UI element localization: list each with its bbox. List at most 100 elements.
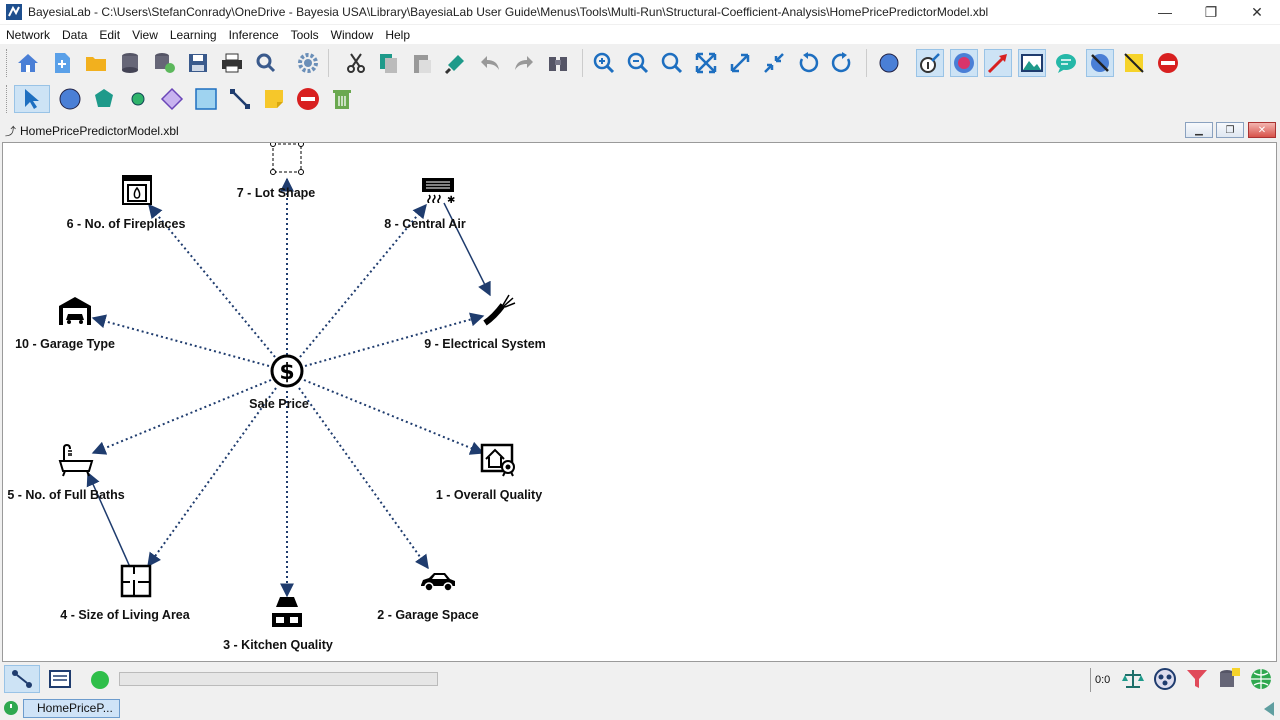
stove-icon[interactable] — [270, 595, 304, 629]
database-add-button[interactable] — [150, 49, 178, 77]
save-button[interactable] — [184, 49, 212, 77]
collapse-left-icon[interactable] — [1262, 701, 1276, 717]
arc-color-button[interactable] — [984, 49, 1012, 77]
minimize-button[interactable]: — — [1158, 4, 1172, 20]
node-label-central-air[interactable]: 8 - Central Air — [384, 217, 466, 231]
menu-network[interactable]: Network — [6, 27, 51, 42]
edge-saleprice-garagespace[interactable] — [298, 387, 429, 570]
node-label-lot-shape[interactable]: 7 - Lot Shape — [236, 186, 316, 200]
doc-minimize-button[interactable]: ▁ — [1185, 122, 1213, 138]
new-network-button[interactable] — [48, 49, 76, 77]
validation-mode-button[interactable] — [46, 665, 74, 693]
fit-window-button[interactable] — [692, 49, 720, 77]
rotate-left-button[interactable] — [794, 49, 822, 77]
car-icon[interactable] — [419, 569, 457, 593]
decision-node-tool-button[interactable] — [158, 85, 186, 113]
doc-restore-button[interactable]: ❐ — [1216, 122, 1244, 138]
edge-centralair-electrical[interactable] — [443, 202, 491, 297]
node-label-sale-price[interactable]: Sale Price — [249, 397, 309, 411]
graph-view-button[interactable] — [4, 665, 40, 693]
delete-tool-button[interactable] — [328, 85, 356, 113]
bathtub-icon[interactable] — [58, 443, 94, 477]
undo-button[interactable] — [476, 49, 504, 77]
constraint-node-tool-button[interactable] — [90, 85, 118, 113]
edge-saleprice-livingarea[interactable] — [147, 387, 277, 568]
garage-icon[interactable] — [58, 296, 92, 326]
menu-learning[interactable]: Learning — [169, 27, 217, 42]
edge-saleprice-electrical[interactable] — [304, 312, 485, 367]
fireplace-icon[interactable] — [121, 174, 153, 206]
network-canvas[interactable]: $ Sale Price 7 - Lot Shape 6 - No. of Fi… — [2, 142, 1277, 662]
paste-button[interactable] — [408, 49, 436, 77]
comment-button[interactable] — [1052, 49, 1080, 77]
print-button[interactable] — [218, 49, 246, 77]
menu-help[interactable]: Help — [385, 27, 411, 42]
floorplan-icon[interactable] — [120, 564, 152, 598]
edge-saleprice-garagetype[interactable] — [91, 314, 270, 367]
database-status-button[interactable] — [1215, 665, 1243, 693]
filter-button[interactable] — [1183, 665, 1211, 693]
menu-inference[interactable]: Inference — [228, 27, 279, 42]
note-visibility-button[interactable] — [1120, 49, 1148, 77]
node-info-button[interactable] — [916, 49, 944, 77]
electrical-wire-icon[interactable] — [481, 293, 517, 327]
edge-saleprice-overallquality[interactable] — [303, 379, 485, 455]
menu-tools[interactable]: Tools — [290, 27, 319, 42]
redo-button[interactable] — [510, 49, 538, 77]
utility-node-tool-button[interactable] — [192, 85, 220, 113]
select-tool-button[interactable] — [14, 85, 50, 113]
node-label-full-baths[interactable]: 5 - No. of Full Baths — [7, 488, 125, 502]
node-tool-button[interactable] — [56, 85, 84, 113]
edge-livingarea-fullbaths[interactable] — [86, 471, 131, 568]
zoom-default-button[interactable] — [658, 49, 686, 77]
menu-edit[interactable]: Edit — [99, 27, 121, 42]
node-label-garage-type[interactable]: 10 - Garage Type — [15, 337, 115, 351]
expand-button[interactable] — [726, 49, 754, 77]
no-comment-button[interactable] — [1154, 49, 1182, 77]
image-button[interactable] — [1018, 49, 1046, 77]
restore-button[interactable]: ❐ — [1204, 3, 1218, 20]
node-label-electrical-system[interactable]: 9 - Electrical System — [424, 337, 546, 351]
node-label-overall-quality[interactable]: 1 - Overall Quality — [435, 488, 543, 502]
node-label-fireplaces[interactable]: 6 - No. of Fireplaces — [66, 217, 186, 231]
zoom-in-button[interactable] — [590, 49, 618, 77]
open-button[interactable] — [82, 49, 110, 77]
taskbar-window-button[interactable]: HomePriceP... — [23, 699, 120, 718]
preview-button[interactable] — [252, 49, 280, 77]
close-button[interactable]: ✕ — [1251, 3, 1263, 20]
zoom-out-button[interactable] — [624, 49, 652, 77]
node-visibility-button[interactable] — [1086, 49, 1114, 77]
delete-arc-tool-button[interactable] — [294, 85, 322, 113]
database-button[interactable] — [116, 49, 144, 77]
node-style-button[interactable] — [876, 49, 904, 77]
arc-tool-button[interactable] — [226, 85, 254, 113]
copy-button[interactable] — [374, 49, 402, 77]
find-button[interactable] — [544, 49, 572, 77]
lot-shape-icon[interactable] — [270, 143, 304, 175]
note-tool-button[interactable] — [260, 85, 288, 113]
menu-window[interactable]: Window — [330, 27, 374, 42]
node-label-living-area[interactable]: 4 - Size of Living Area — [60, 608, 190, 622]
web-button[interactable] — [1247, 665, 1275, 693]
format-painter-button[interactable] — [442, 49, 470, 77]
contract-button[interactable] — [760, 49, 788, 77]
central-air-icon[interactable]: ✱ — [421, 177, 455, 203]
group-button[interactable] — [1151, 665, 1179, 693]
menu-view[interactable]: View — [132, 27, 158, 42]
menu-data[interactable]: Data — [62, 27, 88, 42]
toolbar-grip[interactable] — [6, 49, 10, 77]
toolbar-grip[interactable] — [6, 85, 10, 113]
settings-button[interactable] — [294, 49, 322, 77]
rotate-right-button[interactable] — [828, 49, 856, 77]
node-color-button[interactable] — [950, 49, 978, 77]
node-label-kitchen-quality[interactable]: 3 - Kitchen Quality — [223, 638, 333, 652]
small-node-tool-button[interactable] — [124, 85, 152, 113]
doc-close-button[interactable]: ✕ — [1248, 122, 1276, 138]
house-quality-icon[interactable] — [480, 443, 516, 477]
balance-button[interactable] — [1119, 665, 1147, 693]
dollar-coin-icon[interactable]: $ — [270, 354, 304, 388]
edge-saleprice-fullbaths[interactable] — [91, 379, 272, 455]
node-label-garage-space[interactable]: 2 - Garage Space — [377, 608, 479, 622]
home-button[interactable] — [14, 49, 42, 77]
cut-button[interactable] — [342, 49, 370, 77]
